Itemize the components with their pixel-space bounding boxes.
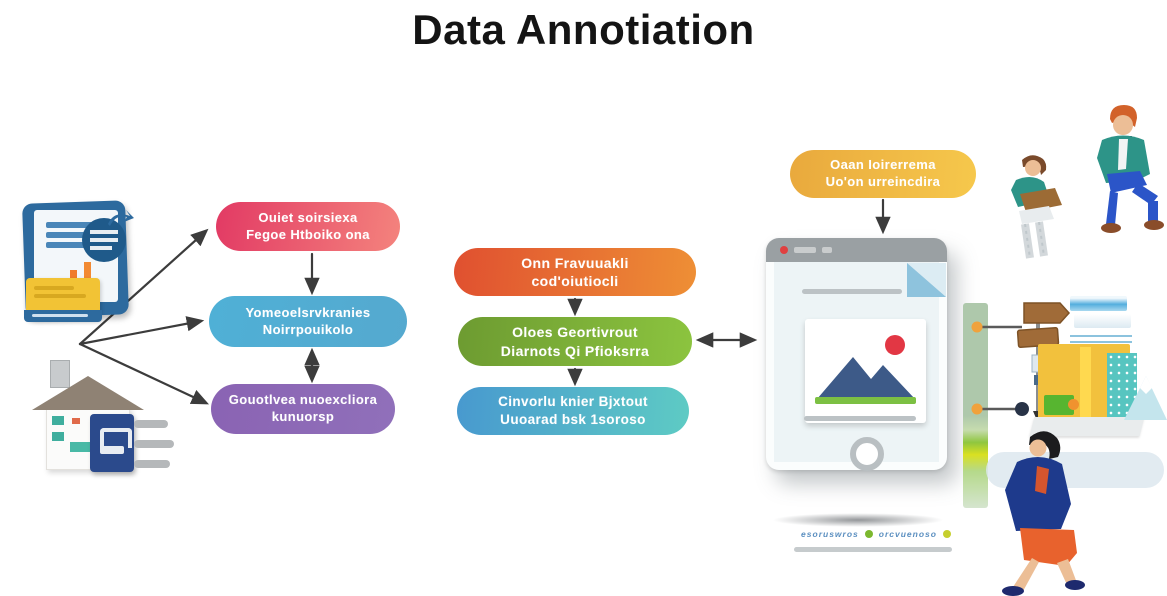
pipe: [134, 460, 170, 468]
node-preprocess: Yomeoelsrvkranies Noirrpouikolo: [209, 296, 407, 347]
green-status-dot: [864, 530, 873, 538]
node-output: Cinvorlu knier Bjxtout Uuoarad bsk 1soro…: [457, 387, 689, 435]
pill-label-line: cod'oiutiocli: [531, 273, 619, 289]
caption-text: orcvuenoso: [878, 529, 937, 539]
document-chart-icon: [8, 186, 146, 336]
walking-woman-illustration: [1002, 431, 1085, 596]
house-detail: [72, 418, 80, 424]
doc-text-line: [46, 232, 94, 238]
page-title: Data Annotiation: [412, 6, 755, 53]
connector-lines: [971, 321, 1029, 416]
pill-label-line: Uo'on urreincdira: [825, 174, 941, 189]
pill-label-line: Ouiet soirsiexa: [258, 209, 358, 225]
database-slot-glyph: [100, 446, 124, 454]
chimney-cap: [54, 364, 64, 370]
tablet-device: [766, 238, 947, 471]
yellow-status-dot: [942, 530, 951, 538]
text-line-placeholder: [804, 416, 916, 421]
yellow-strip: [1080, 347, 1091, 420]
mountain-icon: [1124, 376, 1167, 420]
pill-label-line: Fegoe Htboiko ona: [246, 226, 370, 242]
home-button-icon: [850, 437, 884, 471]
pill-label-line: Uuoarad bsk 1soroso: [500, 412, 646, 427]
pill-label-line: kunuorsp: [271, 409, 335, 424]
card-line: [34, 286, 74, 290]
stacked-bar: [1070, 296, 1127, 311]
pill-label-line: Oaan Ioirerrema: [830, 157, 936, 173]
database-handle-glyph: [100, 428, 132, 448]
pipe: [134, 440, 174, 448]
doc-text-line: [46, 242, 94, 248]
house-data-icon: [22, 358, 174, 486]
tablet-screen: [774, 262, 946, 471]
pill-label-line: Diarnots Qi Pfioksrra: [500, 342, 650, 359]
green-patch: [1044, 395, 1074, 415]
orange-marker-dot: [1068, 399, 1079, 410]
card-line: [34, 294, 86, 298]
node-framework: Onn Fravuuakli cod'oiutiocli: [454, 248, 696, 296]
woman-with-laptop-illustration: [1011, 155, 1062, 259]
stacked-bar: [1074, 314, 1131, 328]
pill-label-line: Noirrpouikolo: [262, 321, 354, 337]
tablet-image-placeholder-icon: [805, 319, 926, 423]
house-roof: [32, 376, 144, 410]
node-process: Oloes Geortivrout Diarnots Qi Pfioksrra: [458, 317, 692, 366]
doc-text-line: [46, 222, 94, 228]
node-annotation-ui: Oaan Ioirerrema Uo'on urreincdira: [790, 150, 976, 198]
footer-divider-line: [794, 547, 952, 552]
pill-label-line: Cinvorlu knier Bjxtout: [498, 394, 648, 410]
tablet-toolbar: [766, 238, 947, 262]
database-sign: [90, 414, 134, 472]
node-guidelines: Gouotlvea nuoexcliora kunuorsp: [211, 384, 395, 434]
badge-dashes: [32, 314, 88, 317]
toolbar-smudge: [794, 247, 816, 253]
node-collect-sources: Ouiet soirsiexa Fegoe Htboiko ona: [216, 202, 400, 251]
page-fold-shadow: [907, 263, 946, 297]
pill-label-line: Oloes Geortivrout: [512, 324, 638, 341]
stacked-bar: [1070, 331, 1132, 347]
house-window: [52, 432, 64, 441]
toolbar-smudge: [822, 247, 832, 253]
pill-label-line: Onn Fravuuakli: [521, 254, 629, 271]
tablet-shadow: [772, 513, 944, 527]
caption-text: esoruswros: [801, 529, 859, 539]
house-window: [52, 416, 64, 425]
pill-label-line: Gouotlvea nuoexcliora: [228, 392, 378, 408]
tablet-caption-row: esoruswros orcvuenoso: [792, 529, 960, 539]
text-line-placeholder: [802, 289, 902, 294]
house-door: [70, 442, 96, 452]
sitting-man-illustration: [1097, 105, 1164, 233]
pipe: [134, 420, 168, 428]
pill-label-line: Yomeoelsrvkranies: [245, 304, 371, 320]
record-dot-icon: [780, 246, 788, 254]
page-curl-arrow-icon: [82, 210, 134, 262]
